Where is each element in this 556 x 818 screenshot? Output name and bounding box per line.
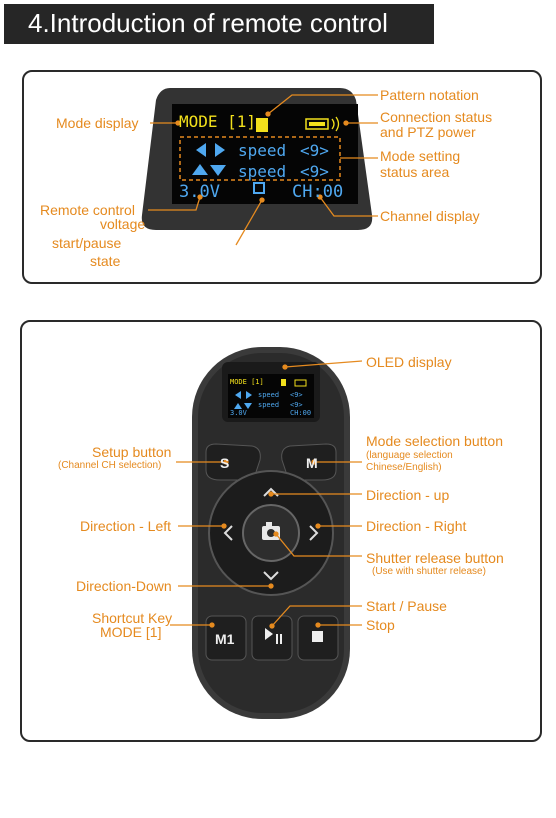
label-mode-display: Mode display	[56, 115, 139, 131]
oled-value-2: <9>	[300, 162, 329, 181]
label-direction-right: Direction - Right	[366, 518, 467, 534]
label-setup-sub: (Channel CH selection)	[58, 460, 162, 471]
label-mode-setting-1: Mode setting	[380, 148, 461, 164]
label-remote-voltage-1: Remote control	[40, 202, 135, 218]
label-mode-selection-sub-1: (language selection	[366, 450, 453, 461]
oled-mode-text: MODE [1]	[179, 112, 257, 131]
setup-button[interactable]: S	[220, 455, 230, 471]
label-channel-display: Channel display	[380, 208, 480, 224]
label-start-pause-2: state	[90, 253, 121, 269]
label-mode-selection-sub-2: Chinese/English)	[366, 462, 442, 473]
label-direction-up: Direction - up	[366, 487, 450, 503]
oled-speed-2: speed	[238, 162, 287, 181]
stop-icon	[312, 631, 323, 642]
label-shortcut-1: Shortcut Key	[92, 610, 173, 626]
m1-button-shape	[205, 615, 247, 661]
label-start-pause: Start / Pause	[366, 598, 447, 614]
label-direction-down: Direction-Down	[76, 578, 172, 594]
remote-oled	[228, 374, 314, 418]
down-arrow-icon	[210, 165, 226, 176]
label-setup-button: Setup button	[92, 444, 172, 460]
label-direction-left: Direction - Left	[80, 518, 172, 534]
left-chevron-icon	[223, 525, 233, 541]
remote-oled-value-2: <9>	[290, 401, 303, 409]
label-start-pause-1: start/pause	[52, 235, 122, 251]
mode-setting-area	[179, 136, 341, 181]
label-connection-status-2: and PTZ power	[380, 124, 476, 140]
pause-icon	[276, 634, 278, 644]
play-icon	[265, 628, 273, 640]
remote-oled-voltage: 3.0V	[230, 409, 247, 417]
oled-voltage: 3.0V	[179, 182, 220, 202]
signal-icon	[331, 116, 340, 132]
mode-selection-button[interactable]: M	[306, 455, 318, 471]
label-shutter: Shutter release button	[366, 550, 504, 566]
start-pause-button-shape	[251, 615, 293, 661]
right-arrow-icon	[215, 143, 225, 157]
start-pause-state-icon	[253, 182, 265, 194]
label-shutter-sub: (Use with shutter release)	[372, 566, 486, 577]
oled-speed-1: speed	[238, 141, 287, 160]
page-title: 4.Introduction of remote control	[28, 8, 388, 38]
oled-value-1: <9>	[300, 141, 329, 160]
battery-icon	[305, 118, 329, 130]
label-remote-voltage-2: voltage	[100, 216, 146, 232]
label-oled-display: OLED display	[366, 354, 452, 370]
down-chevron-icon	[263, 571, 279, 581]
remote-oled-mode: MODE [1]	[230, 378, 264, 386]
label-mode-selection: Mode selection button	[366, 433, 503, 449]
label-stop: Stop	[366, 617, 395, 633]
pattern-icon	[256, 118, 268, 132]
remote-oled-value-1: <9>	[290, 391, 303, 399]
label-mode-setting-2: status area	[380, 164, 450, 180]
page-title-bar: 4.Introduction of remote control	[4, 4, 434, 44]
label-shortcut-2: MODE [1]	[100, 624, 162, 640]
oled-channel: CH:00	[292, 182, 344, 202]
remote-oled-channel: CH:00	[290, 409, 312, 417]
remote-oled-speed-1: speed	[258, 391, 280, 399]
label-connection-status-1: Connection status	[380, 109, 493, 125]
up-arrow-icon	[192, 164, 208, 175]
m1-button[interactable]: M1	[215, 631, 235, 647]
left-arrow-icon	[196, 143, 206, 157]
remote-oled-speed-2: speed	[258, 401, 280, 409]
label-pattern-notation: Pattern notation	[380, 87, 479, 103]
right-chevron-icon	[309, 525, 319, 541]
